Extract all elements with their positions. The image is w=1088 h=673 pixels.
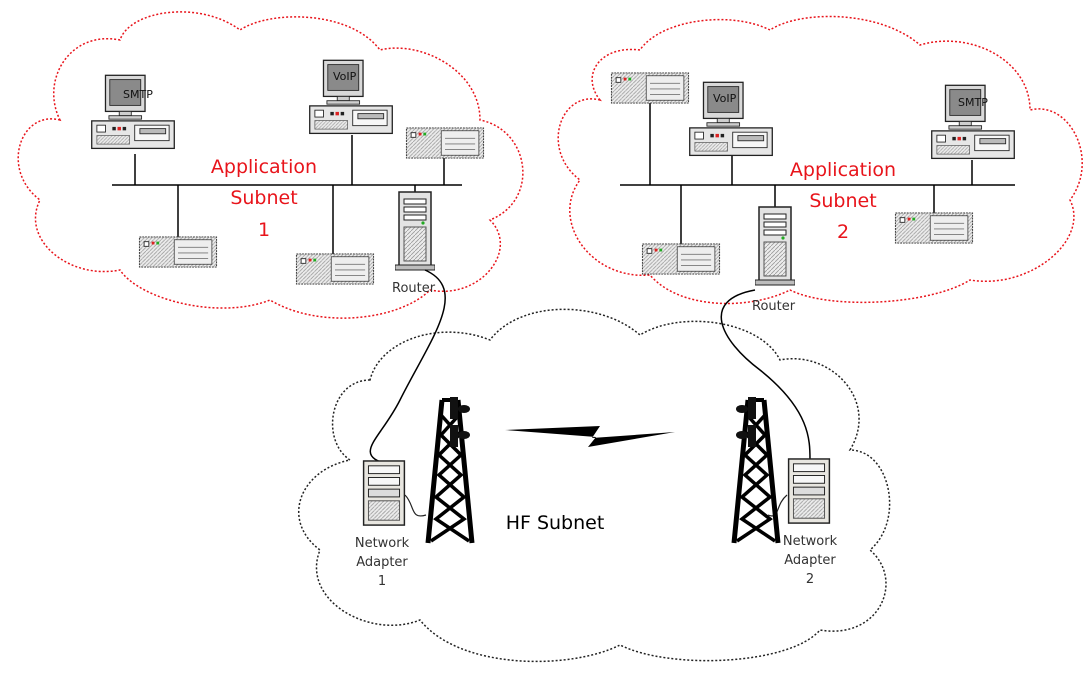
radio-tower-icon: [428, 397, 472, 543]
voip-screen-label-2: VoIP: [713, 92, 737, 105]
subnet-2-bus: [620, 100, 1015, 248]
adapter-2-label-line-2: Adapter: [784, 553, 836, 568]
subnet-1-bus: [112, 135, 462, 255]
router-label-1: Router: [392, 281, 436, 296]
smtp-screen-label-1: SMTP: [123, 88, 153, 101]
network-device-icon: [138, 236, 218, 268]
adapter-1-label-line-3: 1: [378, 574, 386, 589]
application-subnet-2-cloud: [557, 15, 1083, 305]
network-device-icon: [641, 243, 721, 275]
router-tower-icon: [395, 191, 435, 271]
subnet-1-label-line-1: Application: [211, 156, 317, 178]
subnet-1-label-line-2: Subnet: [230, 187, 297, 209]
voip-screen-label-1: VoIP: [333, 70, 357, 83]
router-tower-icon: [755, 206, 795, 286]
adapter-1-cable: [404, 494, 427, 517]
subnet-2-label-line-3: 2: [837, 221, 849, 243]
subnet-1-label-line-3: 1: [258, 219, 270, 241]
adapter-2-label-line-1: Network: [783, 534, 838, 549]
network-device-icon: [405, 127, 485, 159]
adapter-2-label-line-3: 2: [806, 572, 814, 587]
cable-left: [369, 269, 446, 466]
application-subnet-1-cloud: [17, 11, 524, 319]
network-device-icon: [295, 253, 375, 285]
voip-host-2: VoIP: [689, 81, 773, 157]
radio-tower-icon: [734, 397, 778, 543]
lightning-bolt-icon: [505, 426, 675, 447]
router-label-2: Router: [752, 299, 796, 314]
subnet-2-label-line-2: Subnet: [809, 190, 876, 212]
network-device-icon: [610, 72, 690, 104]
smtp-server-1: SMTP: [91, 74, 175, 150]
voip-host-1: VoIP: [309, 59, 393, 135]
network-device-icon: [894, 212, 974, 244]
network-adapter-icon: [787, 458, 831, 524]
subnet-2-label-line-1: Application: [790, 159, 896, 181]
adapter-2-cable: [767, 494, 788, 517]
hf-subnet-cloud: [298, 308, 891, 663]
cable-right: [720, 289, 811, 461]
adapter-1-label-line-1: Network: [355, 536, 410, 551]
smtp-server-2: SMTP: [931, 84, 1015, 160]
smtp-screen-label-2: SMTP: [958, 96, 988, 109]
network-adapter-icon: [362, 460, 406, 526]
adapter-1-label-line-2: Adapter: [356, 555, 408, 570]
hf-subnet-label: HF Subnet: [506, 512, 605, 534]
